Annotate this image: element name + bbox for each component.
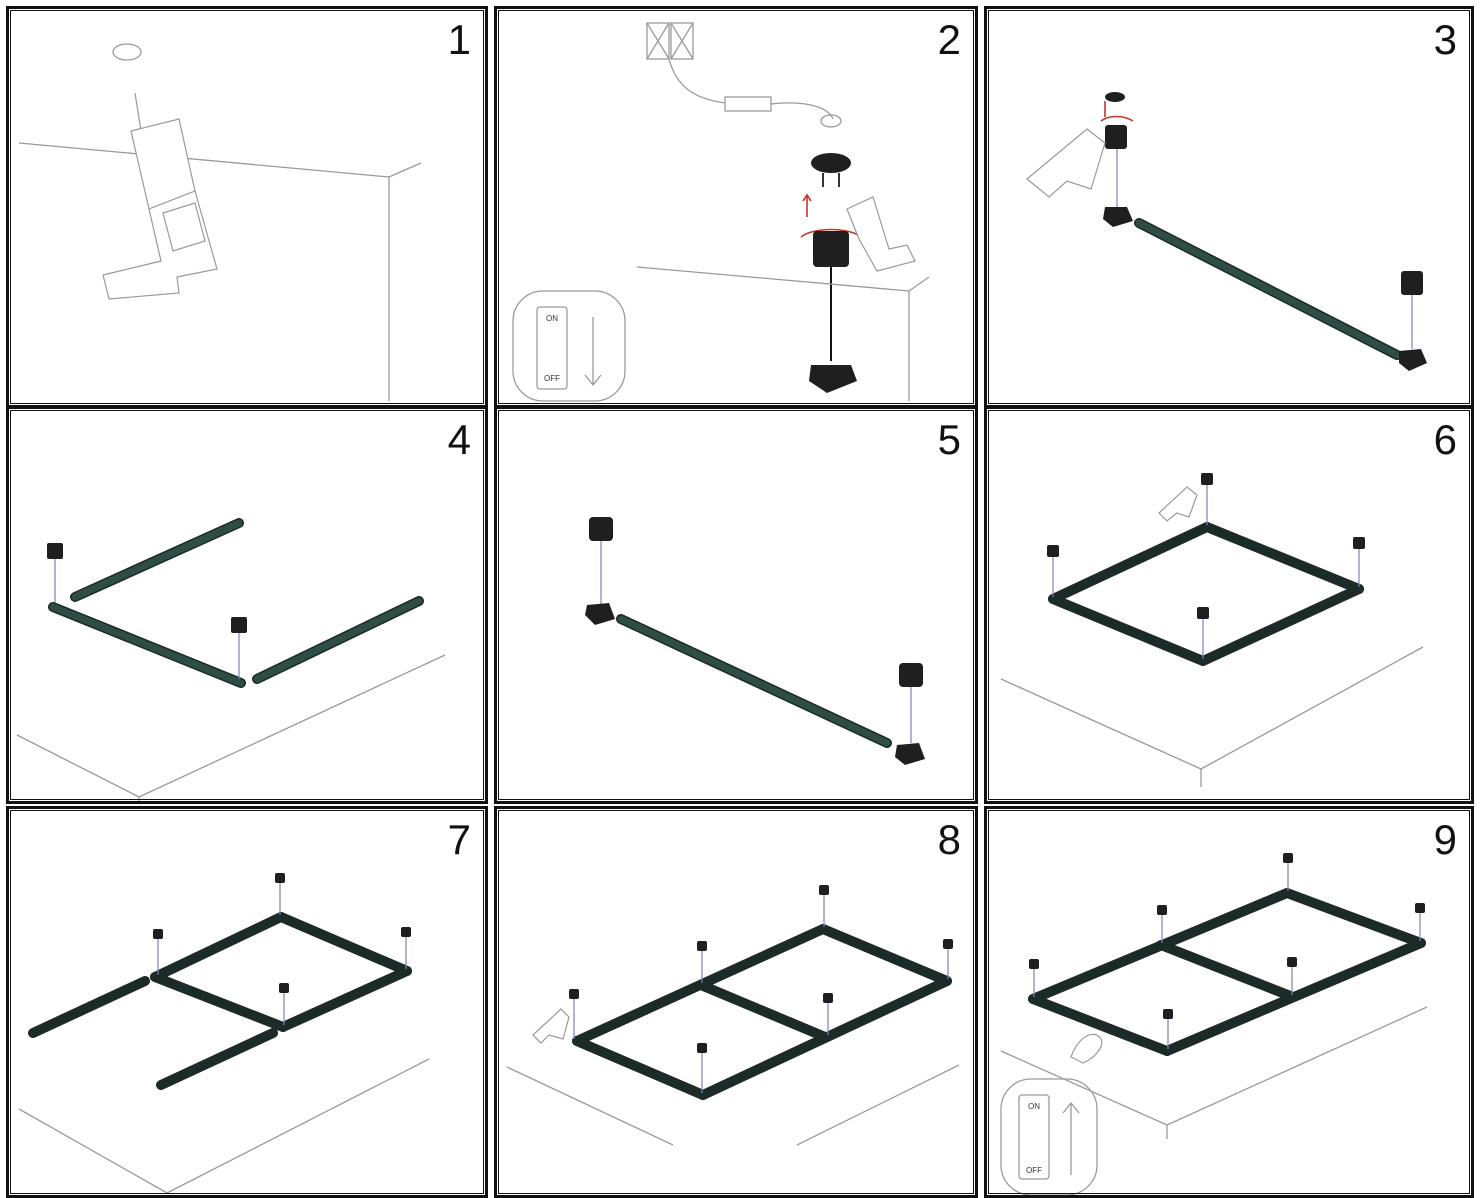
drill-icon (103, 93, 217, 299)
screwdriver-icon (1027, 129, 1105, 197)
switch-on-label: ON (546, 314, 558, 323)
step-8-panel: 8 (494, 806, 978, 1198)
ceiling-connection-illustration: ON OFF (497, 9, 978, 408)
extension-rails-illustration (9, 809, 488, 1198)
step-6-panel: 6 (984, 406, 1474, 804)
power-switch-on: ON OFF (1001, 1079, 1097, 1195)
switch-on-label: ON (1028, 1102, 1040, 1111)
switch-off-label: OFF (1026, 1166, 1042, 1175)
completed-frame-illustration: ON OFF (987, 809, 1474, 1198)
screwdriver-icon (533, 1009, 569, 1043)
rail-connection-closeup-illustration (497, 409, 978, 804)
drill-ceiling-illustration (9, 9, 488, 408)
step-4-panel: 4 (6, 406, 488, 804)
switch-off-label: OFF (544, 374, 560, 383)
square-frame-illustration (987, 409, 1474, 804)
screwdriver-icon (847, 197, 915, 271)
driver-icon (725, 97, 771, 111)
step-9-panel: 9 ON OFF (984, 806, 1474, 1198)
hand-icon (1071, 1034, 1102, 1063)
step-7-panel: 7 (6, 806, 488, 1198)
step-5-panel: 5 (494, 406, 978, 804)
first-rail-mounting-illustration (987, 9, 1474, 408)
power-switch-off: ON OFF (513, 291, 625, 401)
step-1-panel: 1 (6, 6, 488, 408)
second-rail-illustration (9, 409, 488, 804)
double-frame-illustration (497, 809, 978, 1198)
step-3-panel: 3 (984, 6, 1474, 408)
screwdriver-icon (1159, 487, 1197, 521)
step-2-panel: 2 ON OFF (494, 6, 978, 408)
